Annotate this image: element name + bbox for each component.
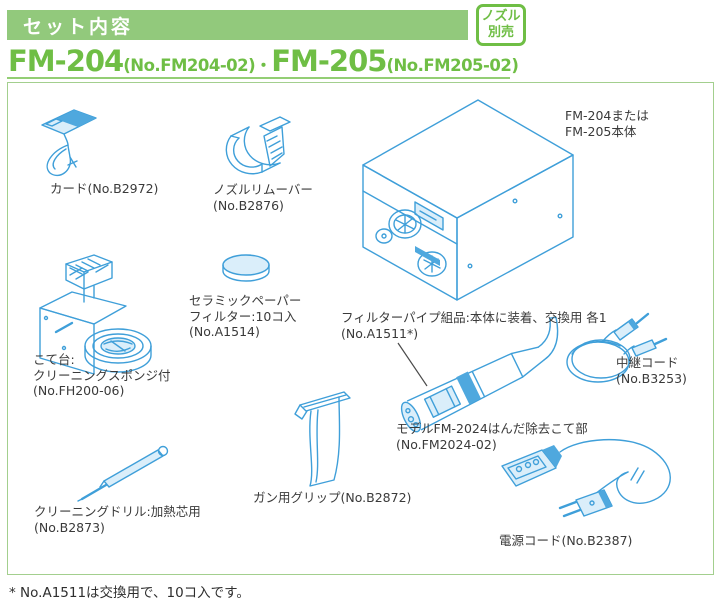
badge-line1: ノズル bbox=[481, 8, 521, 24]
iron-stand-label: こて台: クリーニングスポンジ付 (No.FH200-06) bbox=[33, 352, 171, 399]
relay-cord-illustration bbox=[566, 312, 668, 383]
footnote: * No.A1511は交換用で、10コ入です。 bbox=[9, 585, 250, 601]
main-unit-label: FM-204または FM-205本体 bbox=[565, 108, 649, 139]
label-line: モデルFM-2024はんだ除去こて部 bbox=[396, 421, 588, 436]
title-underline bbox=[7, 77, 510, 79]
model2-name: FM-205 bbox=[271, 44, 387, 78]
card-label: カード(No.B2972) bbox=[50, 181, 158, 197]
label-line: フィルター:10コ入 bbox=[189, 308, 297, 324]
label-line: ガン用グリップ(No.B2872) bbox=[253, 490, 412, 505]
label-line: (No.FH200-06) bbox=[33, 383, 125, 398]
card-illustration bbox=[41, 109, 97, 177]
section-title: セット内容 bbox=[23, 15, 134, 38]
iron-stand-illustration bbox=[39, 254, 152, 375]
cleaning-drill-illustration bbox=[77, 445, 169, 502]
gun-grip-illustration bbox=[294, 391, 351, 487]
label-line: セラミックペーパー bbox=[189, 293, 302, 308]
label-line: (No.FM2024-02) bbox=[396, 437, 497, 452]
label-line: (No.B2876) bbox=[213, 197, 284, 213]
relay-cord-label: 中継コード (No.B3253) bbox=[616, 355, 687, 387]
cleaning-drill-label: クリーニングドリル:加熱芯用 (No.B2873) bbox=[34, 504, 201, 536]
ceramic-filter-label: セラミックペーパー フィルター:10コ入 (No.A1514) bbox=[189, 293, 301, 340]
label-line: フィルターパイプ組品:本体に装着、交換用 各1 bbox=[341, 310, 607, 325]
label-line: (No.B3253) bbox=[616, 371, 687, 386]
page-title: FM-204(No.FM204-02)・FM-205(No.FM205-02) bbox=[8, 44, 519, 78]
gun-grip-label: ガン用グリップ(No.B2872) bbox=[253, 490, 411, 506]
label-line: (No.A1514) bbox=[189, 324, 260, 339]
label-line: クリーニングスポンジ付 bbox=[33, 367, 171, 383]
model1-number: (No.FM204-02) bbox=[123, 56, 256, 75]
label-line: こて台: bbox=[33, 352, 75, 367]
label-line: FM-205本体 bbox=[565, 123, 637, 139]
label-line: カード(No.B2972) bbox=[50, 181, 159, 196]
label-line: 電源コード(No.B2387) bbox=[499, 533, 633, 548]
model2-number: (No.FM205-02) bbox=[386, 56, 519, 75]
label-line: (No.A1511*) bbox=[341, 326, 419, 341]
badge-line2: 別売 bbox=[487, 25, 514, 40]
power-cord-illustration bbox=[501, 438, 671, 518]
label-line: クリーニングドリル:加熱芯用 bbox=[34, 504, 201, 519]
desoldering-iron-label: モデルFM-2024はんだ除去こて部 (No.FM2024-02) bbox=[396, 421, 588, 453]
desoldering-iron-illustration bbox=[400, 316, 559, 433]
title-separator: ・ bbox=[255, 56, 272, 75]
section-header-bar: セット内容 bbox=[7, 10, 468, 40]
label-line: FM-204または bbox=[565, 108, 649, 123]
filter-pipe-pointer-line bbox=[397, 342, 428, 387]
power-cord-label: 電源コード(No.B2387) bbox=[499, 533, 632, 549]
ceramic-filter-illustration bbox=[222, 254, 270, 282]
filter-pipe-label: フィルターパイプ組品:本体に装着、交換用 各1 (No.A1511*) bbox=[341, 310, 607, 342]
nozzle-remover-label: ノズルリムーバー (No.B2876) bbox=[213, 182, 313, 213]
model1-name: FM-204 bbox=[8, 44, 124, 78]
label-line: (No.B2873) bbox=[34, 520, 105, 535]
main-unit-illustration bbox=[362, 99, 574, 301]
label-line: 中継コード bbox=[616, 355, 679, 370]
nozzle-sold-separately-badge: ノズル 別売 bbox=[476, 4, 526, 46]
label-line: ノズルリムーバー bbox=[213, 182, 313, 197]
nozzle-remover-illustration bbox=[225, 116, 291, 175]
